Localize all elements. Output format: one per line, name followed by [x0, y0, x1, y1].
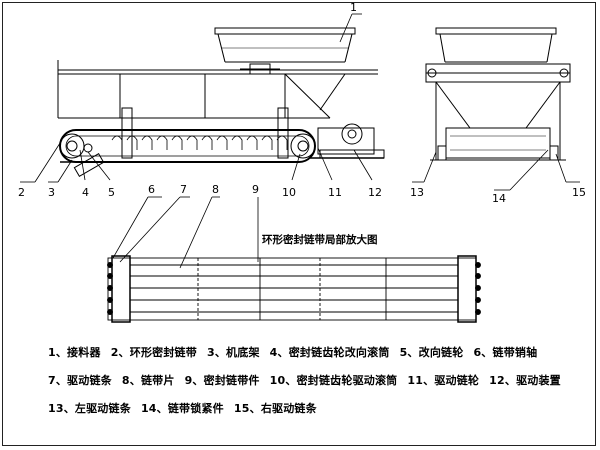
callout-2: 2: [18, 186, 25, 199]
legend-item: 2、环形密封链带: [110, 346, 197, 359]
callout-1: 1: [350, 1, 357, 14]
callout-9: 9: [252, 183, 259, 196]
callout-numbers: 1 2 3 4 5 6 7 8 9 10 11 12 13 14 15: [18, 1, 586, 205]
legend-row-2: 7、驱动链条 8、链带片 9、密封链带件 10、密封链齿轮驱动滚筒 11、驱动链…: [48, 372, 567, 388]
callout-10: 10: [282, 186, 296, 199]
legend-item: 3、机底架: [206, 346, 260, 359]
legend-item: 6、链带销轴: [473, 346, 538, 359]
leader-lines: [20, 13, 580, 269]
legend-row-1: 1、接料器 2、环形密封链带 3、机底架 4、密封链齿轮改向滚筒 5、改向链轮 …: [48, 344, 543, 360]
legend-item: 13、左驱动链条: [48, 402, 131, 415]
legend-row-3: 13、左驱动链条 14、链带锁紧件 15、右驱动链条: [48, 400, 323, 416]
chain-detail: [107, 255, 481, 323]
drive-drum: [290, 133, 316, 159]
legend-item: 15、右驱动链条: [233, 402, 317, 415]
legend-item: 11、驱动链轮: [407, 374, 480, 387]
legend-item: 12、驱动装置: [489, 374, 561, 387]
callout-7: 7: [180, 183, 187, 196]
tensioner: [73, 143, 105, 178]
callout-13: 13: [410, 186, 424, 199]
callout-11: 11: [328, 186, 342, 199]
drive-unit: [310, 123, 385, 159]
legend-item: 4、密封链齿轮改向滚筒: [269, 346, 390, 359]
side-view: [57, 27, 385, 178]
callout-5: 5: [108, 186, 115, 199]
side-plate: [57, 73, 346, 119]
drawing-frame: [2, 2, 596, 446]
callout-15: 15: [572, 186, 586, 199]
legend-item: 14、链带锁紧件: [140, 402, 224, 415]
callout-12: 12: [368, 186, 382, 199]
callout-3: 3: [48, 186, 55, 199]
callout-14: 14: [492, 192, 506, 205]
legend-item: 1、接料器: [48, 346, 101, 359]
callout-4: 4: [82, 186, 89, 199]
legend-item: 8、链带片: [121, 374, 175, 387]
chain-links: [111, 135, 288, 150]
receiver-hopper: [214, 27, 356, 63]
end-view: [425, 27, 571, 161]
legend-item: 10、密封链齿轮驱动滚筒: [269, 374, 398, 387]
legend-item: 7、驱动链条: [48, 374, 112, 387]
chain-belt: [59, 129, 316, 163]
legend-item: 5、改向链轮: [399, 346, 464, 359]
detail-title: 环形密封链带局部放大图: [262, 233, 378, 246]
callout-8: 8: [212, 183, 219, 196]
legend-item: 9、密封链带件: [184, 374, 260, 387]
callout-6: 6: [148, 183, 155, 196]
